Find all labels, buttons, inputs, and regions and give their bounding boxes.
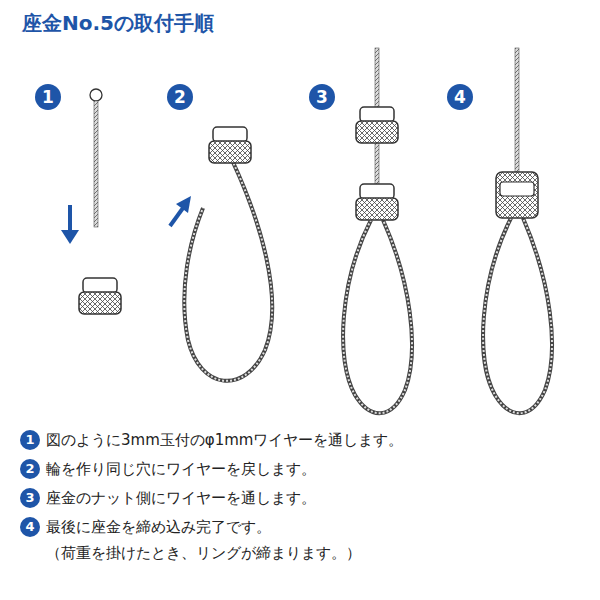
step-number: 2 xyxy=(20,459,40,479)
callout-number: 2 xyxy=(167,84,193,110)
step-text: 最後に座金を締め込み完了です。 xyxy=(46,517,271,537)
callout-number: 4 xyxy=(447,84,473,110)
step-number: 4 xyxy=(20,517,40,537)
step-number: 3 xyxy=(20,488,40,508)
callout-number: 1 xyxy=(35,84,61,110)
callout-number: 3 xyxy=(309,84,335,110)
title: 座金No.5の取付手順 xyxy=(22,10,214,37)
step-number: 1 xyxy=(20,430,40,450)
note-text: （荷重を掛けたとき、リングが締まります。） xyxy=(46,543,361,563)
step-text: 図のように3mm玉付のφ1mmワイヤーを通します。 xyxy=(46,430,403,450)
step-text: 輪を作り同じ穴にワイヤーを戻します。 xyxy=(46,459,316,479)
step-text: 座金のナット側にワイヤーを通します。 xyxy=(46,488,316,508)
